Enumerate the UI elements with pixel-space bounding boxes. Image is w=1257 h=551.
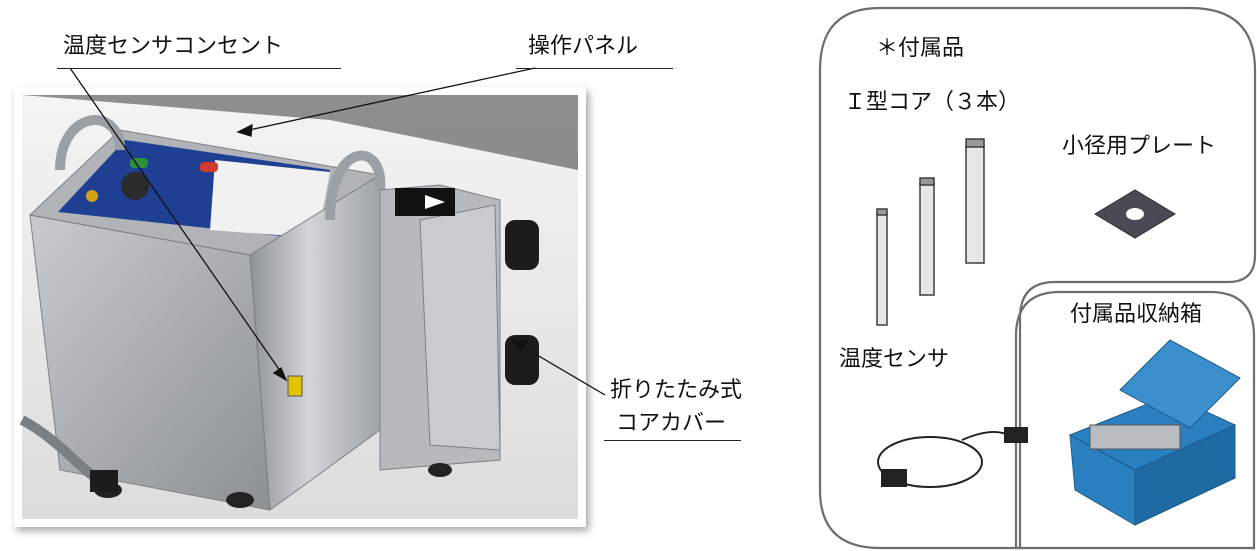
small-plate-label: 小径用プレート (1062, 134, 1217, 159)
temp-sensor-outlet-underline (57, 68, 341, 69)
sensor-outlet (287, 375, 303, 397)
folding-cover-label-line2: コアカバー (616, 411, 727, 436)
temp-sensor-icon (877, 427, 1028, 488)
storage-box-icon (1068, 339, 1241, 526)
storage-box-label: 付属品収納箱 (1070, 302, 1203, 327)
leader-lines (69, 67, 606, 396)
i-core-icons (876, 138, 985, 326)
temp-sensor-label: 温度センサ (839, 347, 950, 372)
temp-sensor-outlet-label: 温度センサコンセント (63, 34, 284, 59)
small-plate-icon (1094, 189, 1176, 239)
product-photo (14, 87, 586, 527)
control-panel-underline (516, 68, 673, 69)
core-cover (419, 204, 501, 451)
storage-box-frame (1014, 290, 1256, 550)
accessories-heading: ＊付属品 (876, 36, 965, 61)
folding-cover-label-line1: 折りたたみ式 (610, 378, 743, 403)
i-core-label: Ｉ型コア（３本） (844, 90, 1021, 115)
control-panel-label: 操作パネル (528, 34, 639, 59)
dial-knob (121, 172, 149, 200)
folding-cover-underline (604, 440, 741, 441)
accessories-panel (818, 6, 1257, 550)
